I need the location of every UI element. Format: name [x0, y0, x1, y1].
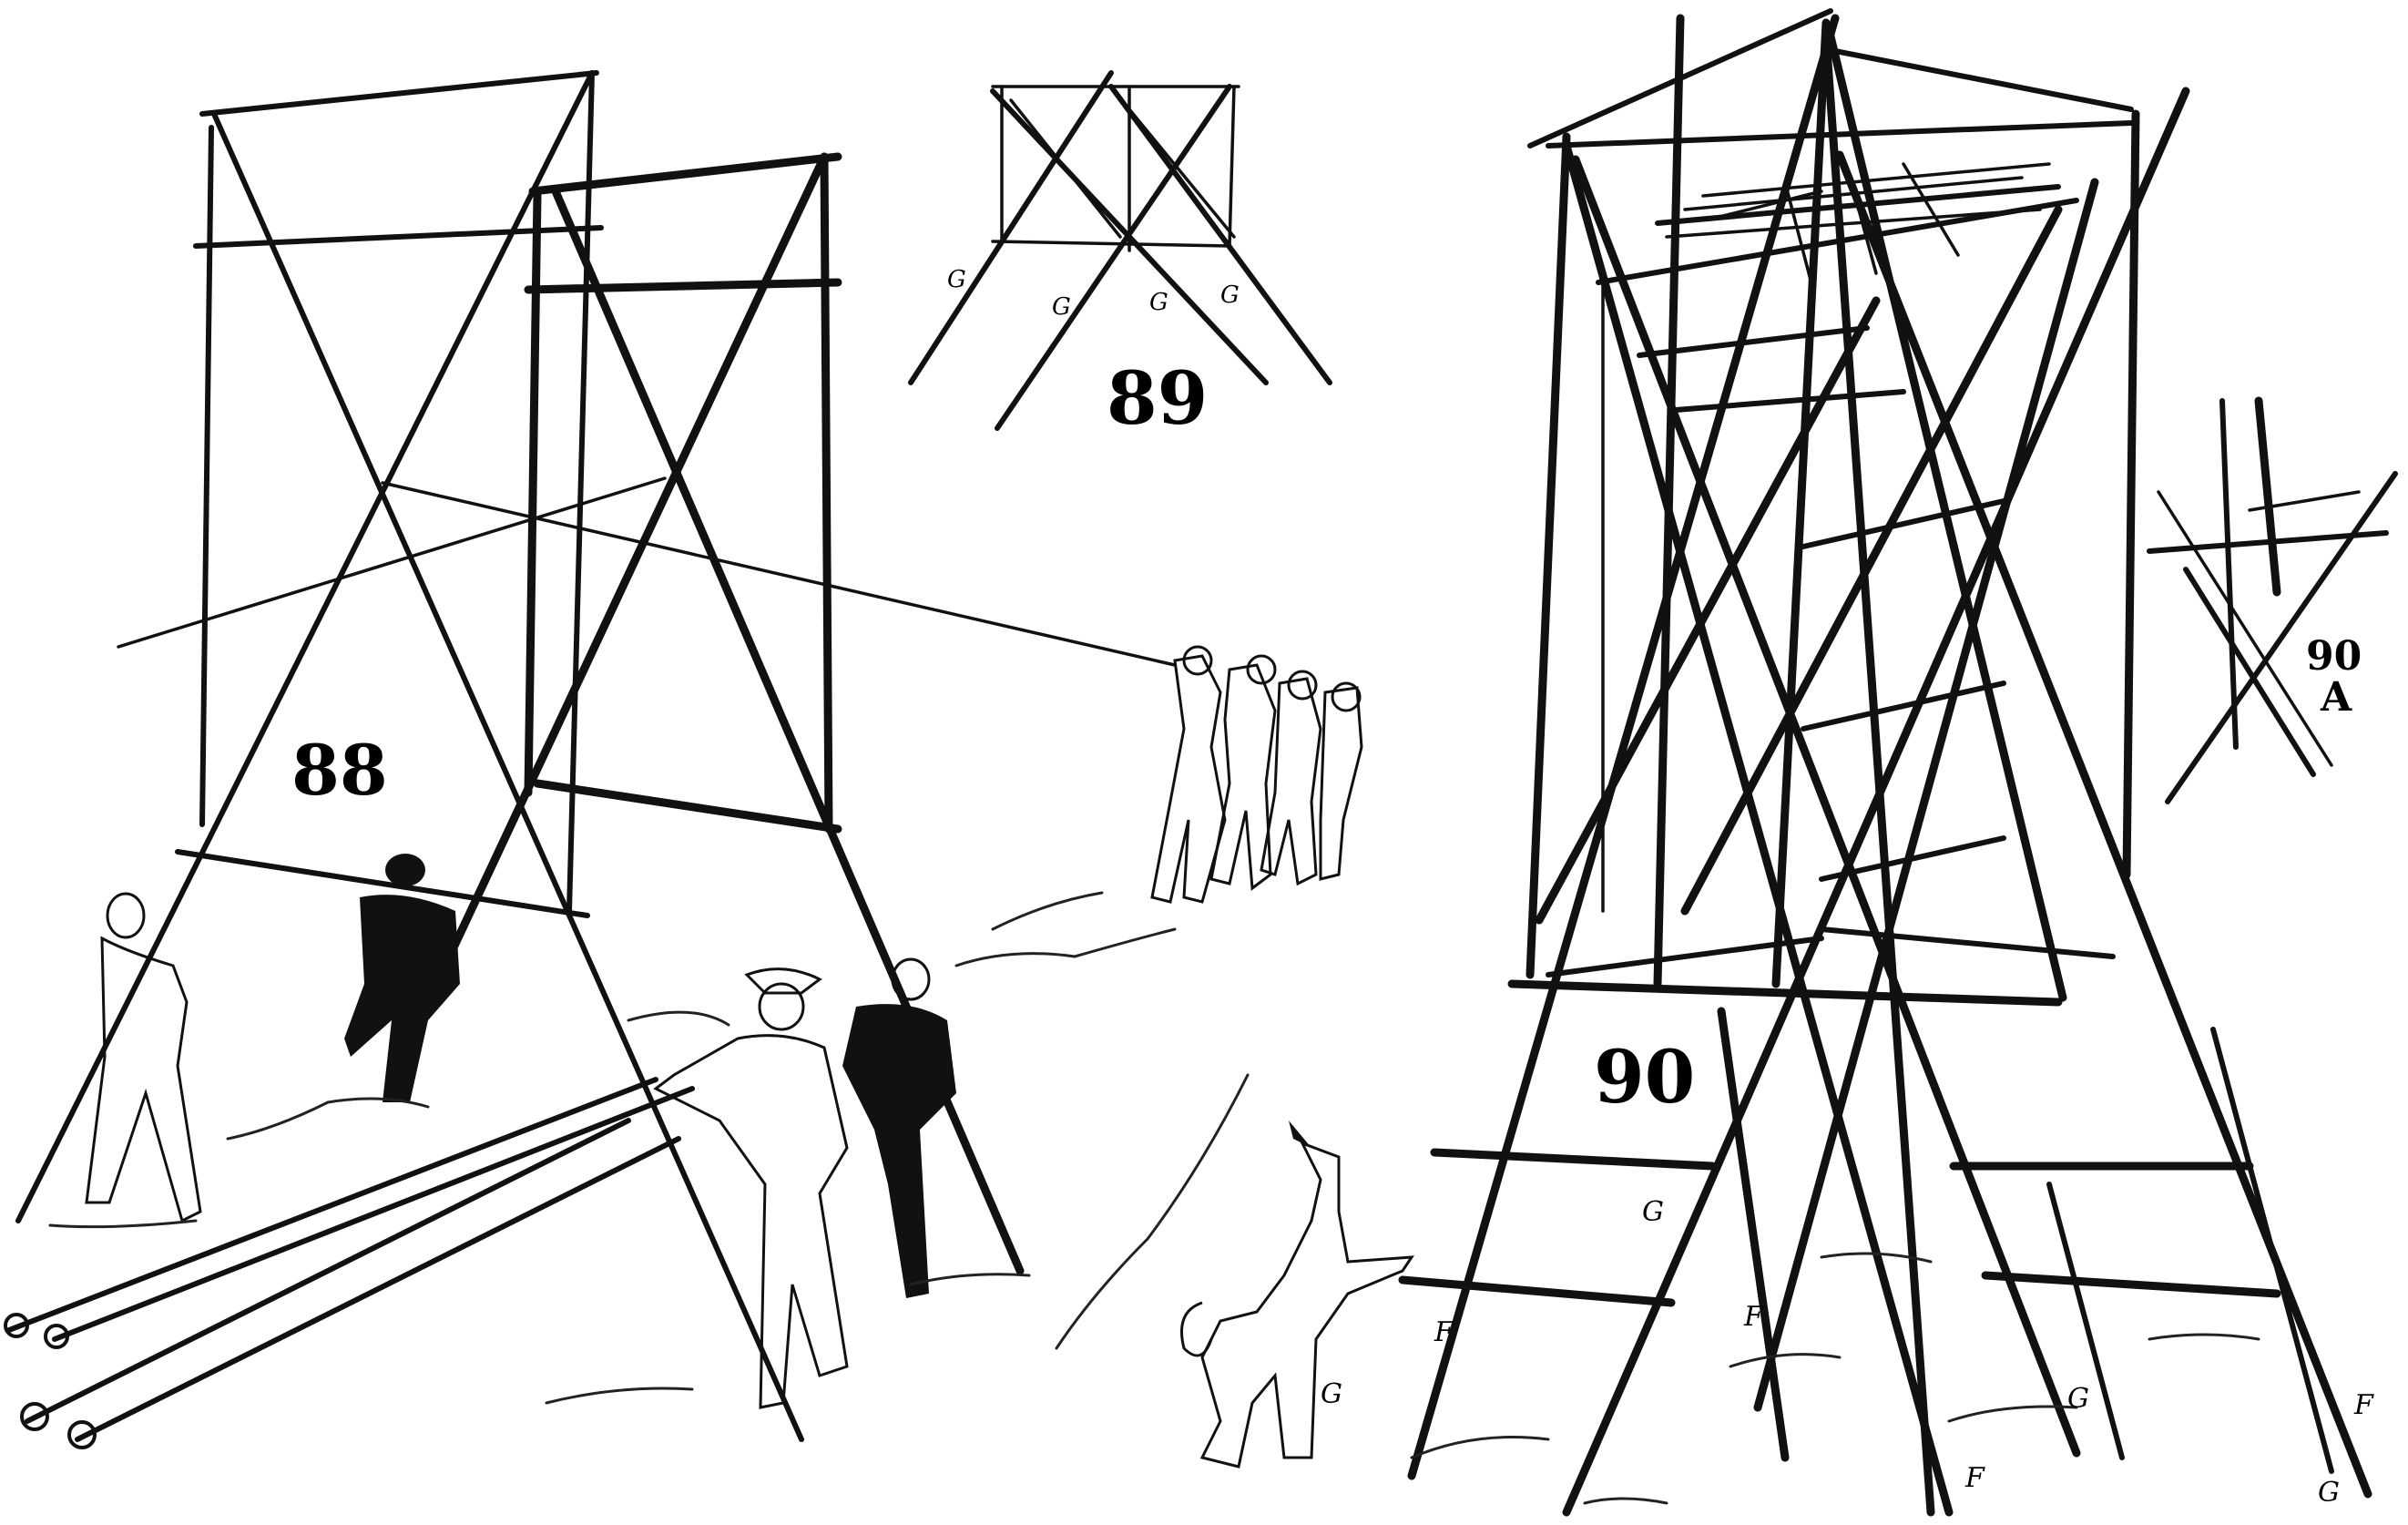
figure-90-tower	[1398, 8, 2372, 1517]
figure-90a-label-number: 90	[2306, 633, 2362, 680]
svg-text:F: F	[2353, 1389, 2374, 1421]
figure-88-ground	[48, 891, 1250, 1405]
svg-text:G: G	[1642, 1196, 1664, 1228]
svg-text:G: G	[947, 266, 966, 293]
figure-90a-label-letter: A	[2320, 674, 2352, 721]
figure-90a-detail	[2147, 396, 2398, 804]
figure-89-frame	[908, 70, 1332, 431]
tower-platform	[1655, 162, 2061, 289]
svg-text:G: G	[1220, 281, 1240, 309]
figure-90-letters: G F F G F G F G	[1321, 1196, 2374, 1509]
svg-text:F: F	[1964, 1462, 1985, 1494]
svg-text:G: G	[1321, 1378, 1342, 1410]
dog-drawing	[1180, 1121, 1414, 1469]
figure-90-label: 90	[1594, 1034, 1695, 1120]
svg-text:G: G	[2318, 1477, 2340, 1509]
svg-text:G: G	[1052, 293, 1071, 321]
svg-text:G: G	[1149, 289, 1168, 316]
svg-text:F: F	[1434, 1316, 1454, 1348]
figure-89-label: 89	[1107, 355, 1208, 441]
figure-88-frames	[4, 70, 1177, 1449]
figure-88-label: 88	[291, 730, 388, 811]
svg-text:F: F	[1743, 1301, 1764, 1333]
svg-text:G: G	[2067, 1383, 2089, 1415]
figure-88-people	[85, 645, 1363, 1409]
figure-89-letters: G G G G	[947, 266, 1240, 321]
figure-90-ground	[1410, 1252, 2260, 1505]
